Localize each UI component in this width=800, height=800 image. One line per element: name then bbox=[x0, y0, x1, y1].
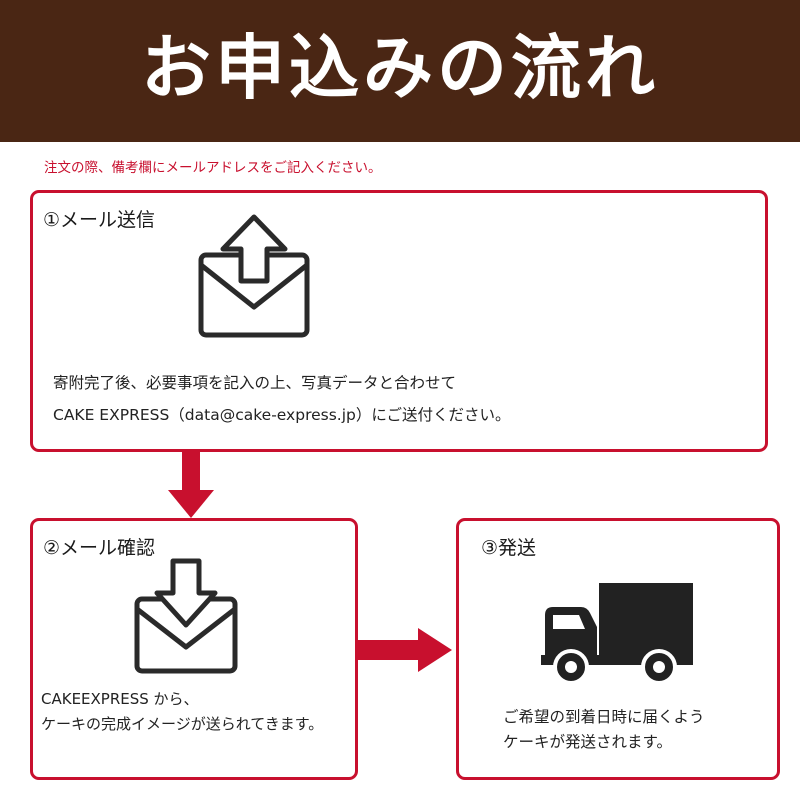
step-2-line-1: CAKEEXPRESS から、 bbox=[41, 690, 199, 708]
step-3-description: ご希望の到着日時に届くよう ケーキが発送されます。 bbox=[503, 705, 705, 755]
step-1-description: 寄附完了後、必要事項を記入の上、写真データと合わせて CAKE EXPRESS（… bbox=[53, 367, 511, 431]
arrow-right-icon bbox=[358, 628, 452, 672]
step-3-line-2: ケーキが発送されます。 bbox=[503, 733, 672, 751]
arrow-down-icon bbox=[168, 452, 214, 518]
header-banner: お申込みの流れ bbox=[0, 0, 800, 142]
notice-text: 注文の際、備考欄にメールアドレスをご記入ください。 bbox=[44, 160, 382, 176]
step-1-title: ①メール送信 bbox=[43, 209, 156, 231]
step-2-line-2: ケーキの完成イメージが送られてきます。 bbox=[41, 715, 324, 733]
envelope-download-icon bbox=[134, 558, 238, 674]
step-2-title: ②メール確認 bbox=[43, 537, 156, 559]
step-1-card: ①メール送信 寄附完了後、必要事項を記入の上、写真データと合わせて CAKE E… bbox=[30, 190, 768, 452]
step-1-line-1: 寄附完了後、必要事項を記入の上、写真データと合わせて bbox=[53, 374, 457, 392]
step-1-line-2: CAKE EXPRESS（data@cake-express.jp）にご送付くだ… bbox=[53, 406, 511, 424]
step-3-line-1: ご希望の到着日時に届くよう bbox=[503, 708, 705, 726]
envelope-upload-icon bbox=[198, 214, 310, 338]
truck-icon bbox=[541, 583, 693, 685]
step-3-title: ③発送 bbox=[481, 537, 537, 559]
page-title: お申込みの流れ bbox=[141, 27, 659, 109]
step-2-card: ②メール確認 CAKEEXPRESS から、 ケーキの完成イメージが送られてきま… bbox=[30, 518, 358, 780]
step-2-description: CAKEEXPRESS から、 ケーキの完成イメージが送られてきます。 bbox=[41, 687, 323, 737]
step-3-card: ③発送 ご希望の到着日時に届くよう ケーキが発送されます。 bbox=[456, 518, 780, 780]
